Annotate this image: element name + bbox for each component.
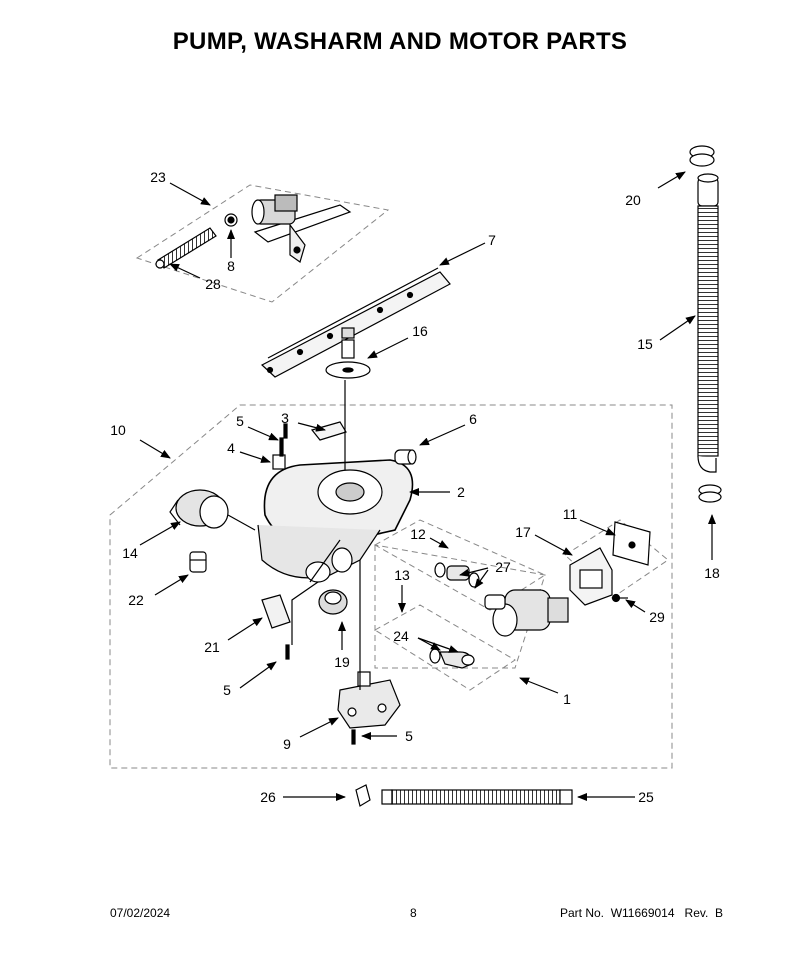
callout-23: 23: [150, 169, 166, 185]
callout-5b: 5: [223, 682, 231, 698]
leader-sump-valve: [309, 539, 341, 583]
callout-28: 28: [205, 276, 221, 292]
callout-1: 1: [563, 691, 571, 707]
callout-4: 4: [227, 440, 235, 456]
callout-29: 29: [649, 609, 665, 625]
pump-group-outline: [374, 544, 546, 669]
part-label: Part No.: [560, 906, 605, 920]
callout-12: 12: [410, 526, 426, 542]
sensor-group-outline: [135, 184, 390, 303]
part-sensor-assembly: [251, 194, 352, 263]
callout-5: 5: [236, 413, 244, 429]
footer-page-number: 8: [410, 906, 417, 920]
part-valve: [318, 589, 348, 615]
rev-value: B: [715, 906, 724, 920]
part-screws: [283, 423, 356, 745]
callout-22: 22: [128, 592, 144, 608]
callout-16: 16: [412, 323, 428, 339]
part-screw: [611, 593, 628, 603]
callout-18: 18: [704, 565, 720, 581]
callout-9: 9: [283, 736, 291, 752]
part-drain-pump: [337, 671, 401, 729]
callout-labels: 23 8 28 7 16 10 5 4 3 6 2 20 15 18 11 17…: [110, 169, 720, 805]
part-drain-hose: [697, 173, 719, 473]
part-bracket-21: [261, 594, 291, 629]
parts: [155, 145, 722, 807]
bracket-group-outline: [564, 519, 669, 599]
part-motor: [169, 489, 256, 531]
part-wash-arm: [260, 267, 451, 378]
group-outlines: [109, 184, 673, 769]
callout-26: 26: [260, 789, 276, 805]
callout-19: 19: [334, 654, 350, 670]
callout-24: 24: [393, 628, 409, 644]
callout-10: 10: [110, 422, 126, 438]
part-clamp-bottom: [698, 484, 722, 503]
part-plate: [612, 521, 651, 566]
callout-7: 7: [488, 232, 496, 248]
leader-sump-bracket: [291, 581, 319, 645]
callout-11: 11: [563, 506, 578, 522]
part-number: W11669014: [610, 906, 675, 920]
part-bracket-small: [310, 421, 347, 441]
hose-group-outline: [374, 604, 516, 691]
callout-6: 6: [469, 411, 477, 427]
callout-arrows: [139, 171, 716, 801]
part-seals: [434, 562, 480, 588]
callout-20: 20: [625, 192, 641, 208]
leader-lines: [291, 380, 361, 690]
part-spray-hub: [325, 339, 371, 379]
callout-13: 13: [394, 567, 410, 583]
callout-17: 17: [515, 524, 531, 540]
callout-25: 25: [638, 789, 654, 805]
part-tube: [155, 227, 217, 269]
part-bracket-17: [569, 547, 613, 606]
callout-15: 15: [637, 336, 653, 352]
callout-5c: 5: [405, 728, 413, 744]
page-title: PUMP, WASHARM AND MOTOR PARTS: [172, 28, 628, 55]
part-clamp-top: [689, 145, 715, 167]
sump-group-outline: [109, 404, 673, 769]
part-sump: [257, 459, 414, 583]
callout-27: 27: [495, 559, 511, 575]
part-connector: [189, 551, 207, 573]
part-bottom-hose: [355, 784, 573, 807]
part-plug: [394, 449, 417, 465]
callout-8: 8: [227, 258, 235, 274]
part-hose-elbow: [429, 648, 475, 669]
part-circulation-pump: [484, 589, 569, 637]
footer-date: 07/02/2024: [110, 906, 171, 920]
callout-21: 21: [204, 639, 220, 655]
callout-3: 3: [281, 410, 289, 426]
callout-2: 2: [457, 484, 465, 500]
rev-label: Rev.: [684, 906, 709, 920]
seal-group-outline: [373, 519, 547, 611]
part-sensor: [272, 437, 286, 470]
part-clip: [224, 213, 238, 227]
footer-part-info: Part No. W11669014 Rev. B: [560, 906, 723, 920]
callout-14: 14: [122, 545, 138, 561]
